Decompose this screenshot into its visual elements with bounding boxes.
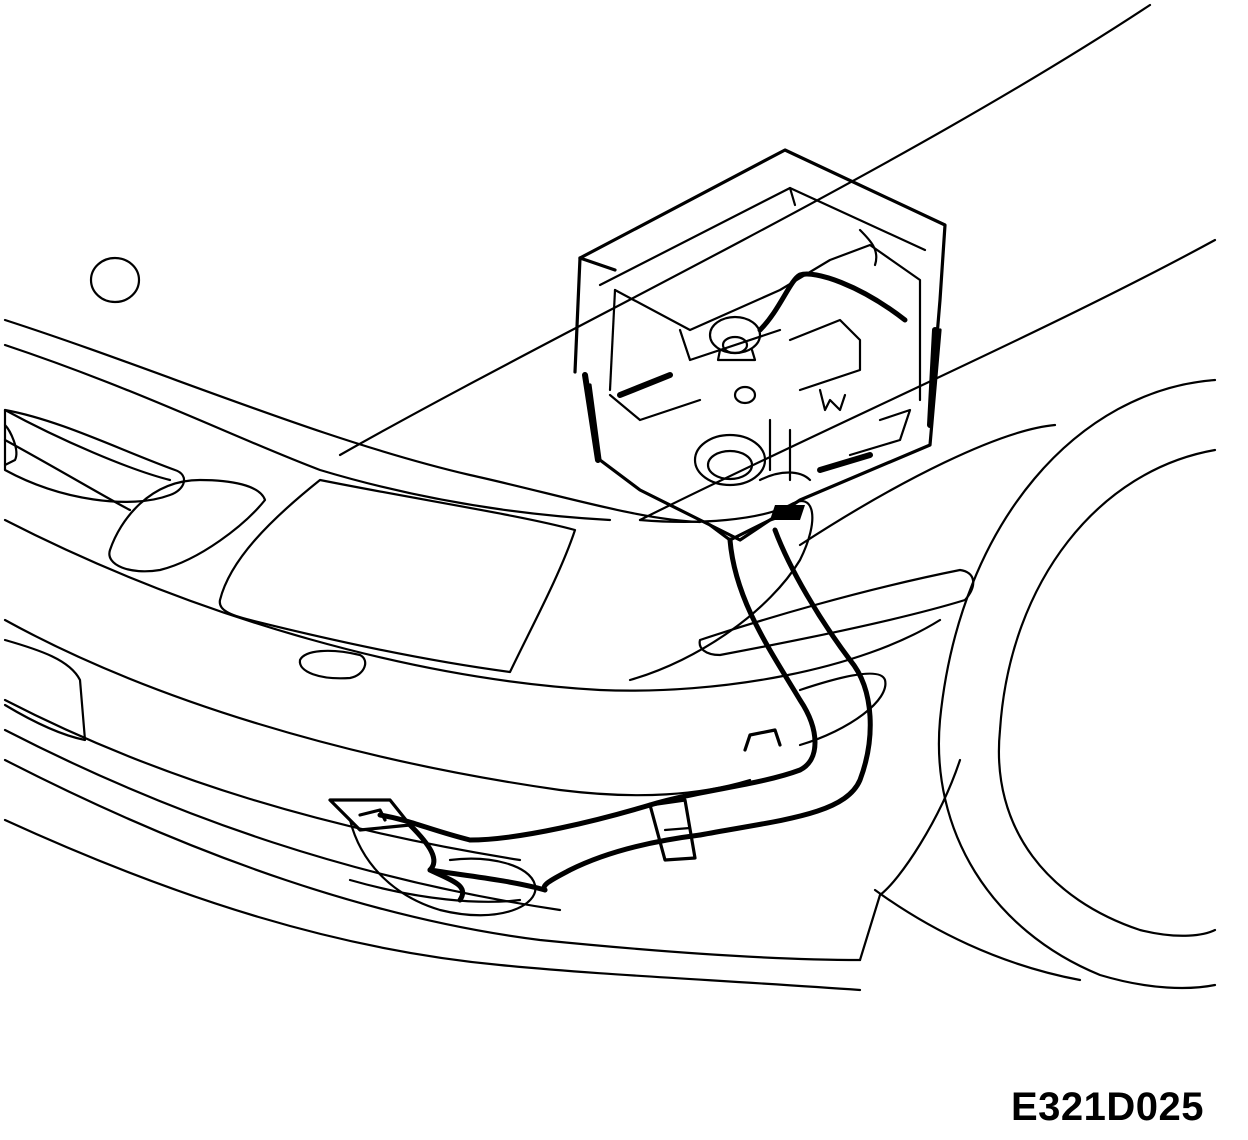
bumper-outline xyxy=(3,518,975,992)
hood-outline xyxy=(3,3,1217,524)
relay-box xyxy=(573,148,947,542)
figure-code: E321D025 xyxy=(1010,1085,1204,1129)
wiring-harness xyxy=(328,499,887,917)
round-cap xyxy=(89,256,141,304)
wheel-arch xyxy=(798,378,1217,990)
grille-openings xyxy=(3,408,577,680)
